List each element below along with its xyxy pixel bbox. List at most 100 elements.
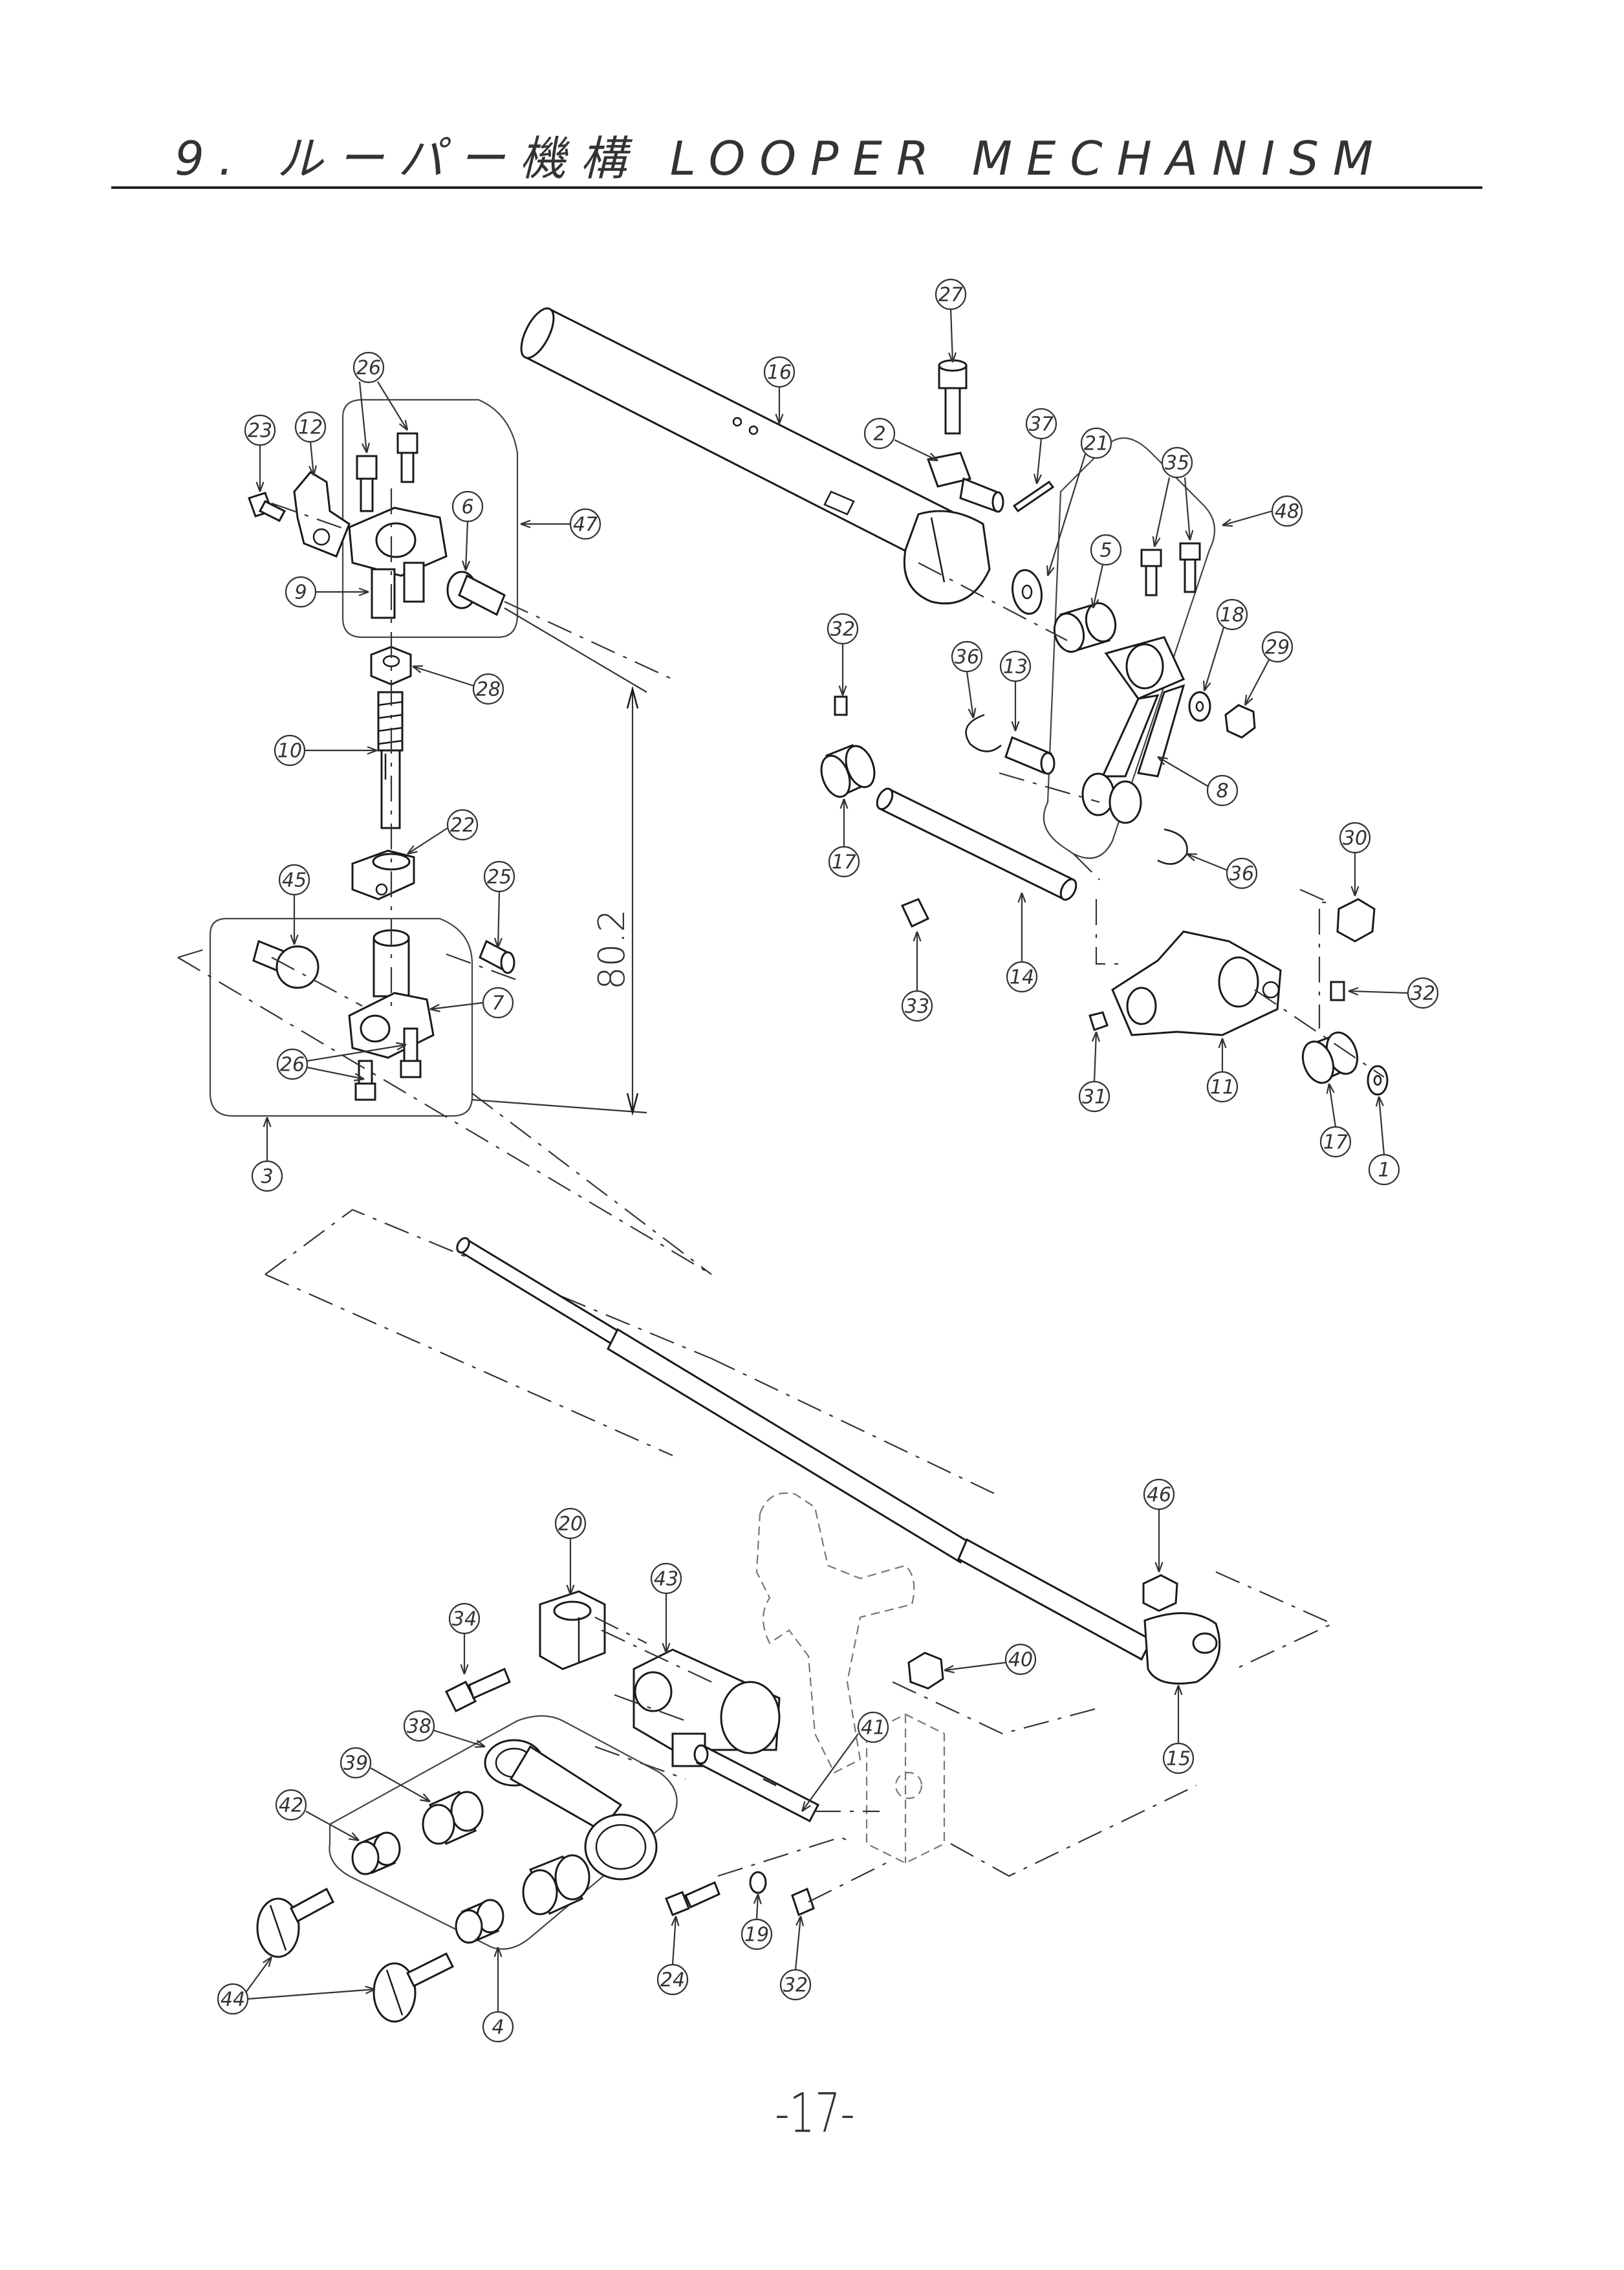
callout-number: 17 <box>832 851 856 874</box>
callout-4: 4 <box>482 1947 514 2043</box>
callout-arrowhead <box>1185 530 1194 541</box>
callout-circle <box>1407 977 1439 1009</box>
rod-10 <box>377 691 404 829</box>
e-ring-36-lower <box>1157 828 1188 865</box>
e-ring-36-upper <box>965 714 1002 752</box>
callout-leader <box>944 1661 1006 1672</box>
callout-arrowhead <box>365 1985 376 1994</box>
callout-circle <box>1319 1126 1352 1158</box>
shaft-41 <box>693 1744 820 1823</box>
callout-circle <box>1090 534 1122 566</box>
callout-arrowhead <box>520 519 531 529</box>
callout-circle <box>1339 822 1371 854</box>
callout-30: 30 <box>1339 822 1371 897</box>
callout-leader <box>1328 1083 1337 1128</box>
callout-leader <box>1222 510 1273 527</box>
set-block-2 <box>927 452 1004 513</box>
callout-arrowhead <box>290 934 299 945</box>
callout-arrowhead <box>354 1073 365 1082</box>
callout-11: 11 <box>1206 1038 1239 1103</box>
callout-circle <box>276 1048 309 1080</box>
callout-leader <box>309 441 315 476</box>
callout-arrowhead <box>263 1956 273 1967</box>
callout-19: 19 <box>741 1893 773 1950</box>
callout-leader <box>429 1001 484 1010</box>
setscrew-33 <box>900 898 930 928</box>
callout-arrowhead <box>367 746 378 755</box>
callout-number: 34 <box>452 1608 477 1631</box>
callout-37: 37 <box>1025 408 1057 485</box>
bracket-12 <box>293 471 351 558</box>
callout-number: 10 <box>277 740 302 763</box>
ghost-machine-frame <box>755 1492 946 1864</box>
callout-12: 12 <box>294 411 327 476</box>
callout-arrowhead <box>1011 721 1020 732</box>
callout-arrowhead <box>796 1915 805 1926</box>
callout-number: 32 <box>783 1974 808 1997</box>
callout-circle <box>1161 446 1193 479</box>
callout-circle <box>278 864 310 896</box>
callout-arrowhead <box>1218 1038 1227 1049</box>
callout-number: 44 <box>221 1989 245 2011</box>
guide-lines-right <box>918 562 1385 1078</box>
callout-circle <box>1004 1643 1037 1675</box>
callout-arrowhead <box>398 420 409 431</box>
callout-number: 47 <box>573 514 598 536</box>
callout-25: 25 <box>483 860 515 948</box>
callout-18: 18 <box>1203 598 1248 692</box>
callout-14: 14 <box>1006 892 1038 993</box>
callout-circle <box>472 673 504 705</box>
callout-number: 21 <box>1084 433 1109 455</box>
callout-arrowhead <box>1375 1096 1384 1107</box>
callout-circle <box>1078 1080 1110 1113</box>
callout-6: 6 <box>451 490 484 571</box>
ring-19 <box>749 1871 767 1894</box>
callout-circle <box>251 1160 283 1192</box>
callout-leader <box>1186 853 1228 871</box>
callout-circle <box>901 990 933 1022</box>
callout-42: 42 <box>275 1789 360 1842</box>
callout-leader <box>358 381 368 453</box>
callout-number: 12 <box>298 417 323 439</box>
callout-circle <box>275 1789 307 1821</box>
callout-number: 37 <box>1029 413 1054 436</box>
callout-number: 22 <box>450 814 475 837</box>
callout-arrowhead <box>1033 474 1042 485</box>
callout-arrowhead <box>838 685 847 696</box>
callout-leader <box>1046 453 1087 576</box>
callout-39: 39 <box>340 1747 431 1803</box>
callout-circle <box>482 2011 514 2043</box>
callout-38: 38 <box>403 1710 486 1748</box>
callout-number: 16 <box>767 362 792 384</box>
callout-5: 5 <box>1090 534 1122 609</box>
screws-35 <box>1140 542 1201 596</box>
callout-leader <box>247 1988 376 2000</box>
assembly-frame-47 <box>341 398 519 638</box>
callout-leader <box>671 1915 677 1965</box>
callout-leader <box>966 671 975 719</box>
callout-circle <box>1162 1742 1195 1774</box>
callout-circle <box>569 508 601 540</box>
callout-35: 35 <box>1152 446 1194 547</box>
callout-26: 26 <box>352 351 409 453</box>
callout-arrowhead <box>396 1042 407 1051</box>
callout-number: 35 <box>1165 452 1189 475</box>
callout-circle <box>656 1963 689 1996</box>
callout-arrowhead <box>1154 1562 1164 1573</box>
callout-number: 38 <box>407 1716 431 1738</box>
callout-arrowhead <box>1348 987 1359 996</box>
callout-circle <box>482 987 514 1019</box>
sleeve-43 <box>633 1648 781 1767</box>
callout-circle <box>779 1969 812 2001</box>
assembly-frame-4 <box>329 1715 678 1950</box>
callout-number: 6 <box>461 496 473 519</box>
callout-number: 28 <box>476 679 501 701</box>
callout-number: 23 <box>248 420 272 442</box>
callout-10: 10 <box>274 734 378 767</box>
callout-circle <box>403 1710 435 1742</box>
callout-leader <box>1244 659 1270 706</box>
callout-number: 33 <box>905 996 929 1018</box>
callout-number: 17 <box>1323 1131 1348 1154</box>
